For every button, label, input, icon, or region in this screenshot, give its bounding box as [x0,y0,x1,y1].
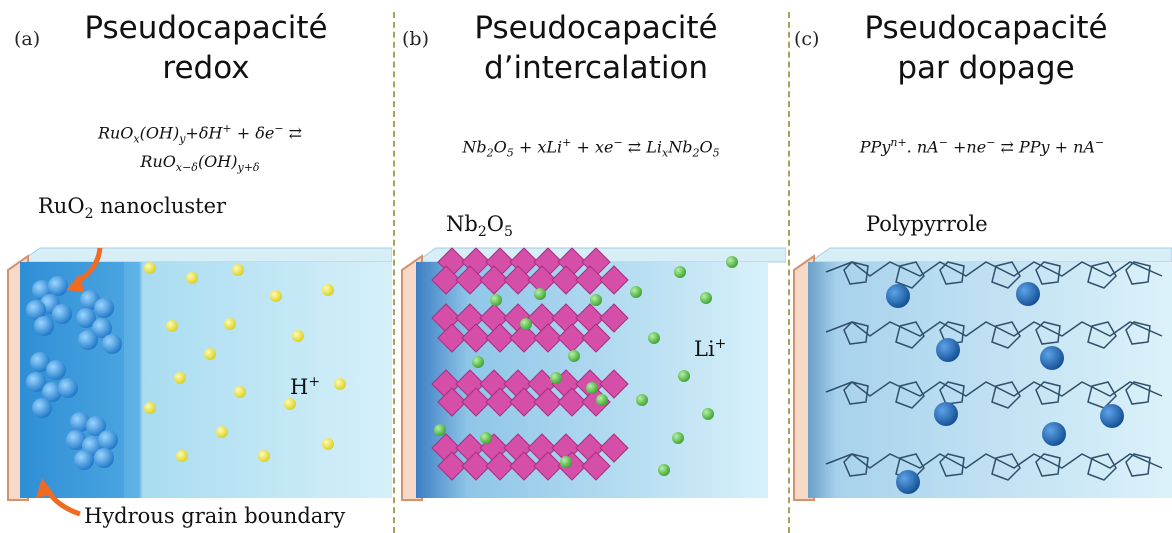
pyrrole-chain-icon [825,261,1163,481]
doping-illustration [793,247,1172,501]
anion-particles [886,282,1124,494]
panel-doping: (c) Pseudocapacité par dopage PPyn+. nA−… [790,0,1172,533]
panel-letter: (a) [14,28,41,50]
title-line2: d’intercalation [483,50,709,86]
title-line1: Pseudocapacité [474,10,718,46]
material-label: RuO2 nanocluster [38,194,227,223]
panel-divider [788,12,790,533]
h-ion-particles [144,262,346,462]
reaction-equation: Nb2O5 + xLi+ + xe− ⇄ LixNb2O5 [462,136,720,160]
boundary-label: Hydrous grain boundary [84,504,346,528]
intercalation-illustration [401,247,786,501]
material-label: Nb2O5 [446,212,513,241]
title-line1: Pseudocapacité [864,10,1108,46]
panel-title: Pseudocapacité redox [56,8,356,88]
material-label: Polypyrrole [866,212,988,236]
reaction-equation: PPyn+. nA− +ne− ⇄ PPy + nA− [859,136,1105,157]
panel-redox: (a) Pseudocapacité redox RuOx(OH)y+δH+ +… [0,0,392,533]
panel-intercalation: (b) Pseudocapacité d’intercalation Nb2O5… [396,0,786,533]
panel-title: Pseudocapacité par dopage [826,8,1146,88]
ruo2-cluster-icon [26,276,122,470]
panel-divider [393,12,395,533]
panel-title: Pseudocapacité d’intercalation [436,8,756,88]
panel-letter: (c) [794,28,820,50]
panel-letter: (b) [402,28,429,50]
redox-illustration [7,247,392,517]
title-line2: par dopage [897,50,1075,86]
reaction-equation: RuOx(OH)y+δH+ + δe− ⇄ RuOx−δ(OH)y+δ [97,122,303,174]
arrow-icon [36,247,103,517]
title-line2: redox [162,50,250,86]
ion-label: H+ [290,374,321,399]
title-line1: Pseudocapacité [84,10,328,46]
ion-label: Li+ [694,336,727,361]
li-ion-particles [434,256,738,476]
octahedra-icon [431,247,629,481]
